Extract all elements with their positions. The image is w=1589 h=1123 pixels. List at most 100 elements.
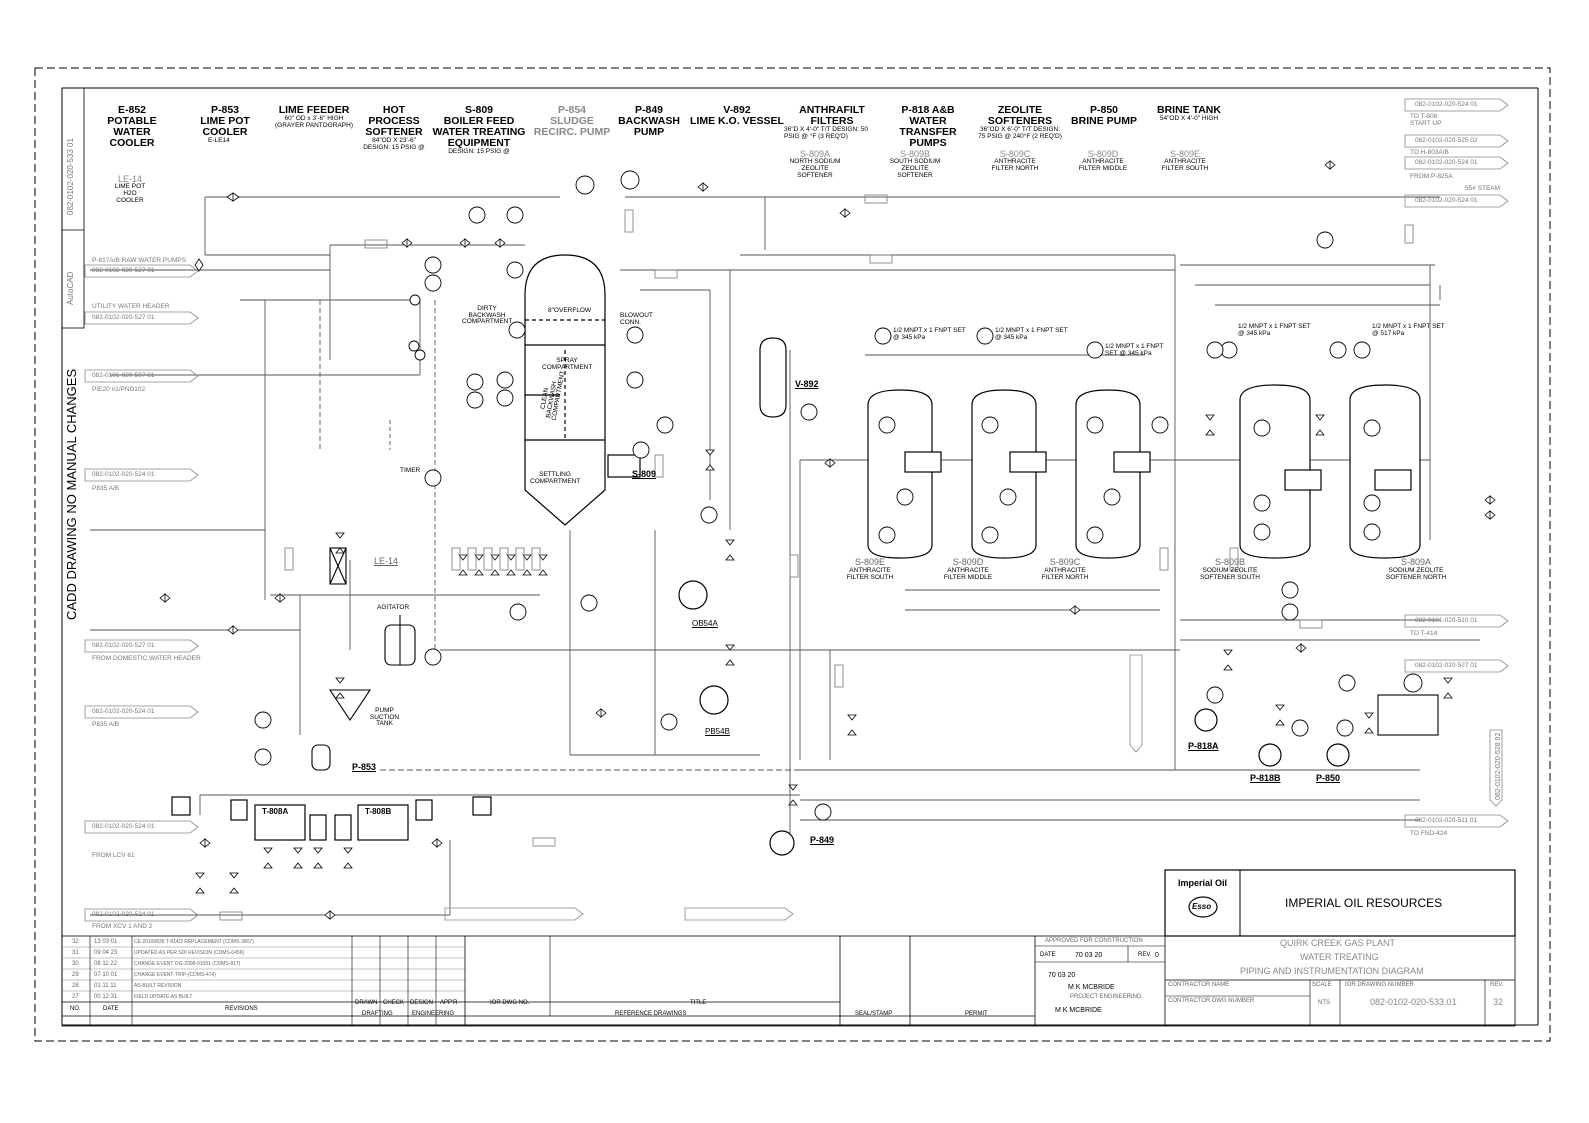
- p850-label: P-850: [1316, 773, 1341, 783]
- valves: [159, 160, 1496, 920]
- subheader-s809d: S-809D ANTHRACITE FILTER MIDDLE: [1068, 149, 1138, 173]
- header-sub: 36"D X 4'-0" T/T DESIGN: 50 PSIG @ °F (3…: [784, 126, 869, 140]
- header-tag: BRINE TANK: [1157, 104, 1221, 116]
- right-ref-sub: TO FND-424: [1410, 830, 1448, 837]
- rev-date: 08 11 22: [94, 961, 117, 967]
- right-ref-connector[interactable]: 082-0102-020-524 01: [1415, 101, 1478, 108]
- psv-note: 1/2 MNPT x 1 FNPT SET @ 517 kPa: [1372, 323, 1445, 337]
- le14-tag: LE-14: [117, 174, 143, 184]
- revision-row: 28 01 11 11 AS-BUILT REVISION: [62, 981, 352, 992]
- blowout-label: BLOWOUT CONN.: [620, 312, 653, 326]
- off-page-connectors: [84, 98, 1509, 922]
- project-name: QUIRK CREEK GAS PLANT: [1280, 938, 1396, 948]
- header-s809: S-809 BOILER FEED WATER TREATING EQUIPME…: [430, 104, 528, 156]
- s809-label: S-809: [632, 469, 657, 479]
- header-tag: P-849: [634, 104, 664, 116]
- header-title: SLUDGE RECIRC. PUMP: [533, 115, 611, 139]
- p853-label: P-853: [352, 762, 377, 772]
- col-design: DESIGN: [410, 1000, 434, 1006]
- p818b-label: P-818B: [1250, 773, 1281, 783]
- timer-label: TIMER: [400, 467, 421, 474]
- rev-desc: CHANGE EVENT OG-2008-01051 (CDMS-817): [134, 961, 241, 967]
- header-p853: P-853 LIME POT COOLER E-LE14: [180, 104, 270, 145]
- header-title: LIME K.O. VESSEL: [690, 115, 784, 128]
- contractor-name-label: CONTRACTOR NAME: [1168, 982, 1230, 988]
- header-brine-tank: BRINE TANK 54"OD X 4'-0" HIGH: [1148, 104, 1230, 123]
- header-tag: HOT PROCESS: [368, 104, 420, 128]
- header-title: BACKWASH PUMP: [618, 115, 680, 139]
- s809e-tag: S-809E: [854, 557, 886, 567]
- subheader-desc: ANTHRACITE FILTER SOUTH: [1161, 158, 1209, 173]
- left-ref-connector[interactable]: 082-0102-020-527 01: [92, 642, 155, 649]
- header-tag: LIME FEEDER: [278, 104, 350, 116]
- header-hot-process: HOT PROCESS SOFTENER 84"OD X 23'-6" DESI…: [358, 104, 430, 152]
- rev-number: 32: [1493, 997, 1504, 1007]
- right-ref-connector[interactable]: 082-0102-020-511 01: [1415, 817, 1478, 824]
- reference-label: REFERENCE DRAWINGS: [615, 1011, 687, 1017]
- autocad-label: AutoCAD: [66, 271, 75, 305]
- cadd-warning: CADD DRAWING NO MANUAL CHANGES: [64, 368, 79, 620]
- contractor-dwg-label: CONTRACTOR DWG NUMBER: [1168, 998, 1255, 1004]
- spray-label: SPRAY COMPARTMENT: [542, 357, 593, 371]
- leg-valves: [195, 414, 1453, 894]
- permit-label: PERMIT: [965, 1011, 988, 1017]
- subheader-desc: SOUTH SODIUM ZEOLITE SOFTENER: [889, 158, 941, 180]
- col-no: NO.: [70, 1006, 81, 1012]
- col-ior-dwg: IOR DWG NO.: [490, 1000, 530, 1006]
- col-check: CHECK: [383, 1000, 405, 1006]
- header-tag: V-892: [723, 104, 751, 116]
- scale-value: NTS: [1318, 1000, 1330, 1006]
- ob54a-label: OB54A: [692, 619, 718, 628]
- header-sub: 60" OD x 3'-6" HIGH (GRAYER PANTOGRAPH): [274, 115, 353, 129]
- revision-row: 30 08 11 22 CHANGE EVENT OG-2008-01051 (…: [62, 959, 352, 970]
- header-p818: P-818 A&B WATER TRANSFER PUMPS: [888, 104, 968, 149]
- p849-label: P-849: [810, 835, 835, 845]
- v892-label: V-892: [795, 379, 819, 389]
- right-ref-connector[interactable]: 082-0102-020-524 01: [1415, 159, 1478, 166]
- left-ref-connector[interactable]: 082-0101-020-507 01: [92, 372, 155, 379]
- left-ref-label: FROM DOMESTIC WATER HEADER: [92, 655, 201, 662]
- col-drawn: DRAWN: [355, 1000, 378, 1006]
- header-p854: P-854 SLUDGE RECIRC. PUMP: [530, 104, 614, 139]
- subheader-desc: ANTHRACITE FILTER NORTH: [991, 158, 1039, 173]
- drawing-number: 082-0102-020-533.01: [1370, 997, 1457, 1007]
- t808b-label: T-808B: [365, 807, 392, 816]
- rev-no: 28: [72, 983, 79, 989]
- rev-desc: AS-BUILT REVISION: [134, 983, 182, 989]
- right-ref-sub: TO T-808 START UP: [1410, 113, 1442, 127]
- date-label: DATE: [1040, 952, 1056, 958]
- left-ref-label: P835 A/B: [92, 485, 120, 492]
- instrument-bubbles: [254, 170, 1423, 821]
- left-ref-connector[interactable]: 082-0102-020-524 01: [92, 823, 155, 830]
- s809d-label-block: S-809D ANTHRACITE FILTER MIDDLE: [938, 557, 998, 581]
- settling-label: SETTLING COMPARTMENT: [530, 471, 581, 485]
- header-zeolite: ZEOLITE SOFTENERS 36"OD X 6'-0" T/T DESI…: [978, 104, 1062, 141]
- flow-elements: [219, 194, 1414, 921]
- psv-note: 1/2 MNPT x 1 FNPT SET @ 345 kPa: [995, 327, 1068, 341]
- left-ref-connector[interactable]: 082-0102-020-524 01: [92, 471, 155, 478]
- right-ref-sub: TO T-414: [1410, 630, 1438, 637]
- header-p849: P-849 BACKWASH PUMP: [605, 104, 693, 139]
- area-name: WATER TREATING: [1300, 952, 1379, 962]
- subheader-tag: S-809E: [1169, 149, 1201, 159]
- left-ref-connector[interactable]: 082-0102-020-524 01: [92, 911, 155, 918]
- approved-label: APPROVED FOR CONSTRUCTION: [1045, 938, 1143, 944]
- s809c-label-block: S-809C ANTHRACITE FILTER NORTH: [1035, 557, 1095, 581]
- col-title: TITLE: [690, 1000, 707, 1006]
- right-ref-connector[interactable]: 082-0102-020-527 01: [1415, 662, 1478, 669]
- left-ref-connector[interactable]: 082-0102-020-527 01: [92, 314, 155, 321]
- right-ref-connector[interactable]: 082-0102-020-524 01: [1415, 197, 1478, 204]
- right-ref-connector[interactable]: 082-0101-020-510 01: [1415, 617, 1478, 624]
- header-tag: S-809: [464, 104, 494, 116]
- left-ref-connector[interactable]: 082-0102-020-527 01: [92, 267, 155, 274]
- right-vertical-ref: 082-0102-020-528 02: [1495, 732, 1502, 800]
- rev-no: 30: [72, 961, 79, 967]
- left-ref-connector[interactable]: 082-0102-020-524 01: [92, 708, 155, 715]
- sig-date: 70 03 20: [1048, 972, 1076, 979]
- le14-label: LE-14: [374, 556, 399, 566]
- revision-row: 27 00 12 31 FIELD UPDATE AS BUILT: [62, 992, 352, 1003]
- header-tag: ANTHRAFILT FILTERS: [799, 104, 865, 128]
- header-v892: V-892 LIME K.O. VESSEL: [690, 104, 784, 128]
- left-ref-label: UTILITY WATER HEADER: [92, 303, 170, 310]
- right-ref-connector[interactable]: 082-0102-020-525 02: [1415, 137, 1478, 144]
